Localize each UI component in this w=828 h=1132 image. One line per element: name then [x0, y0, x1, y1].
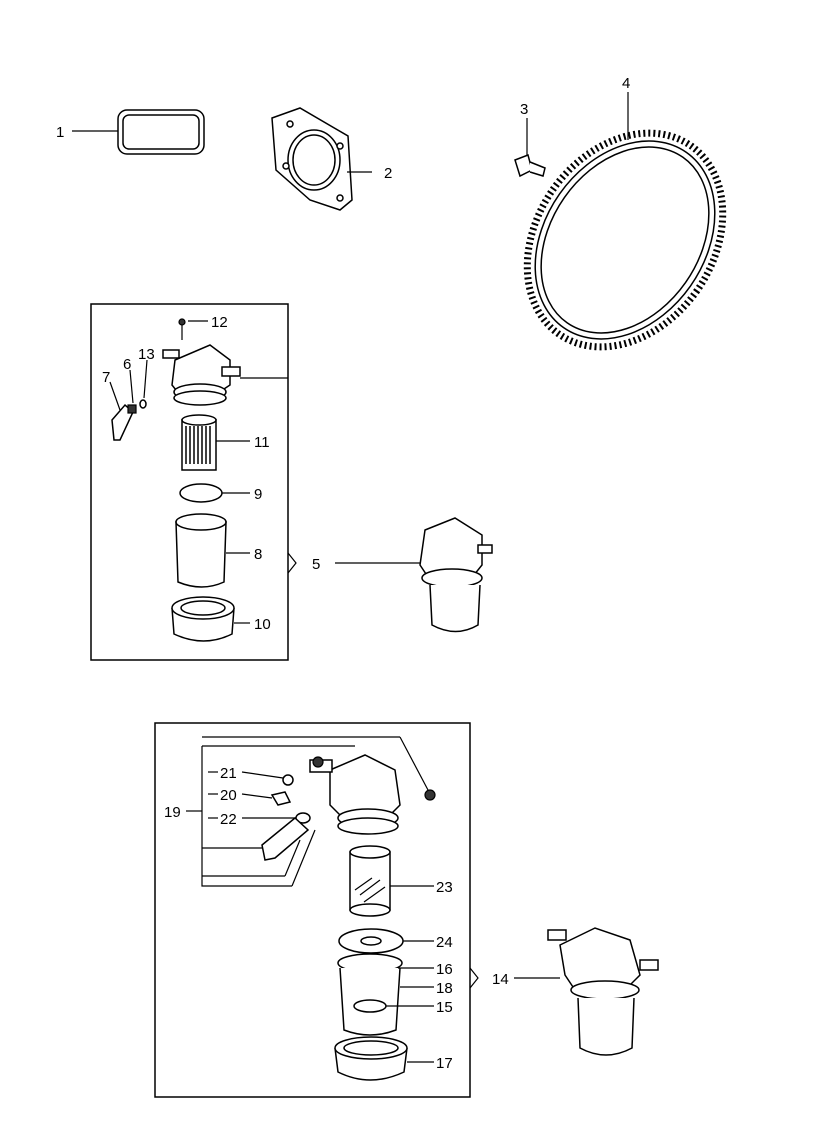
callout-10: 10: [254, 616, 271, 633]
part-14-fuel-filter-assembly: 14: [469, 927, 659, 1056]
callout-17: 17: [436, 1055, 453, 1072]
callout-19: 19: [164, 804, 181, 821]
callout-14: 14: [492, 971, 509, 988]
callout-2: 2: [384, 165, 392, 182]
callout-15: 15: [436, 999, 453, 1016]
callout-13: 13: [138, 346, 155, 363]
callout-4: 4: [622, 75, 630, 92]
fuel-filter-14-exploded-box: 21 20 22 19 23 24 16 18 15 17: [154, 722, 471, 1098]
callout-18: 18: [436, 980, 453, 997]
callout-20: 20: [220, 787, 237, 804]
callout-5: 5: [312, 556, 320, 573]
callout-12: 12: [211, 314, 228, 331]
callout-22: 22: [220, 811, 237, 828]
part-2-gasket: 2: [271, 107, 392, 211]
callout-21: 21: [220, 765, 237, 782]
callout-11: 11: [254, 434, 270, 451]
part-3-bolt: 3: [514, 101, 546, 178]
part-4-ring-gear: 4: [523, 75, 727, 351]
callout-3: 3: [520, 101, 528, 118]
callout-8: 8: [254, 546, 262, 563]
callout-6: 6: [123, 356, 131, 373]
part-1-label-plate: 1: [56, 109, 205, 155]
part-5-fuel-filter-assembly: 5: [287, 517, 493, 633]
callout-1: 1: [56, 124, 64, 141]
callout-24: 24: [436, 934, 453, 951]
fuel-filter-5-exploded-box: 12 7 6 13 11 9 8 10: [90, 303, 289, 661]
callout-9: 9: [254, 486, 262, 503]
callout-16: 16: [436, 961, 453, 978]
callout-23: 23: [436, 879, 453, 896]
callout-7: 7: [102, 369, 110, 386]
